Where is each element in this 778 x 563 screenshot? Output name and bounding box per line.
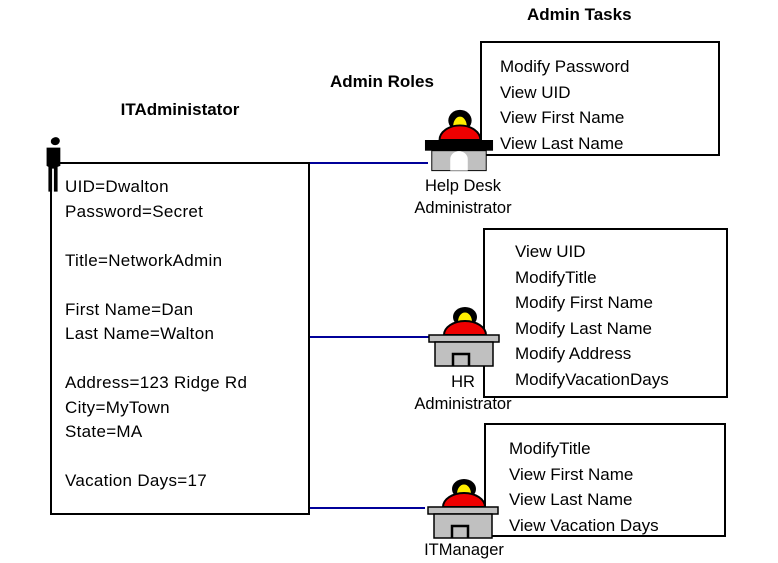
task-item: Modify Last Name <box>515 318 652 338</box>
role-label-helpdesk: Help Desk Administrator <box>393 175 533 219</box>
role-name-line: HR <box>451 373 475 391</box>
task-item: View Last Name <box>500 133 624 153</box>
task-item: View First Name <box>509 464 634 484</box>
helpdesk-tasks-box: Modify Password View UID View First Name… <box>480 41 720 156</box>
attribute-line: Password=Secret <box>65 201 204 221</box>
connector-line-itmanager <box>302 507 425 509</box>
role-label-itmanager: ITManager <box>398 539 530 561</box>
task-item: View UID <box>515 242 586 261</box>
it-administrator-attributes-box: UID=Dwalton Password=Secret Title=Networ… <box>50 162 310 515</box>
attribute-list: UID=Dwalton Password=Secret Title=Networ… <box>52 164 308 494</box>
attribute-line: City=MyTown <box>65 397 170 417</box>
task-item: ModifyTitle <box>515 267 597 287</box>
person-at-desk-icon-helpdesk <box>424 109 494 172</box>
attribute-line: Last Name=Walton <box>65 324 215 343</box>
attribute-line: Vacation Days=17 <box>65 471 207 490</box>
attribute-line: State=MA <box>65 422 143 441</box>
task-item: View Vacation Days <box>509 515 659 535</box>
role-name-line: Administrator <box>414 199 512 217</box>
task-item: Modify Address <box>515 344 632 363</box>
attribute-line-blank <box>65 273 308 298</box>
connector-line-hr <box>308 336 430 338</box>
attribute-line: Address=123 Ridge Rd <box>65 373 248 392</box>
task-item: View First Name <box>500 108 625 127</box>
task-item: ModifyVacationDays <box>515 369 669 389</box>
attribute-line: UID=Dwalton <box>65 177 169 196</box>
role-name-line: Administrator <box>414 395 512 413</box>
attribute-line-blank <box>65 445 308 470</box>
role-name-line: Help Desk <box>424 177 502 195</box>
it-administrator-heading: ITAdministator <box>120 100 240 119</box>
attribute-line: Title=NetworkAdmin <box>65 250 223 270</box>
itmanager-tasks-box: ModifyTitle View First Name View Last Na… <box>484 423 726 537</box>
connector-line-helpdesk <box>308 162 428 164</box>
attribute-line-blank <box>65 224 308 249</box>
task-item: Modify First Name <box>515 293 653 312</box>
task-item: ModifyTitle <box>509 439 591 458</box>
admin-roles-heading: Admin Roles <box>330 72 434 91</box>
task-item: View Last Name <box>509 490 633 509</box>
task-item: Modify Password <box>500 57 630 76</box>
attribute-line-blank <box>65 347 308 372</box>
person-at-desk-icon-itmanager <box>427 479 499 539</box>
task-item: View UID <box>500 82 571 102</box>
hr-tasks-box: View UID ModifyTitle Modify First Name M… <box>483 228 728 398</box>
standing-person-icon <box>46 137 61 192</box>
admin-tasks-heading: Admin Tasks <box>527 5 632 24</box>
person-at-desk-icon-hr <box>428 307 500 367</box>
attribute-line: First Name=Dan <box>65 299 194 319</box>
role-name-line: ITManager <box>424 541 504 559</box>
role-label-hr: HR Administrator <box>393 371 533 415</box>
